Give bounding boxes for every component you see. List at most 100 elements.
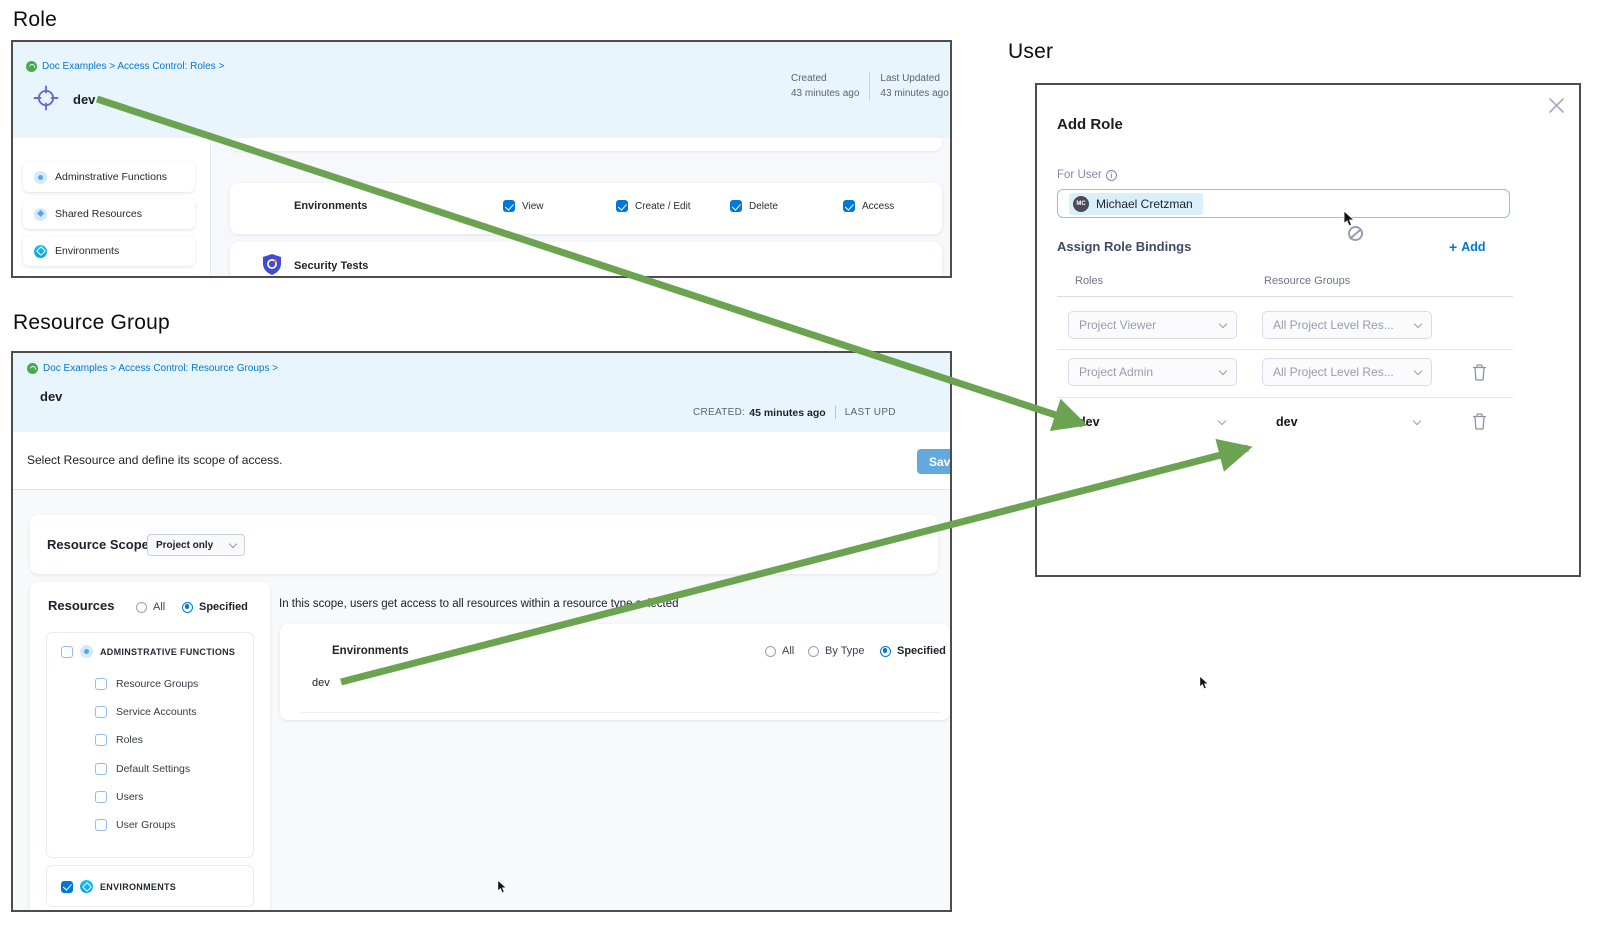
plus-icon: + bbox=[1449, 239, 1458, 255]
user-chip-name: Michael Cretzman bbox=[1096, 196, 1193, 211]
role-permissions-area: Environments View Create / Edit Delete A… bbox=[212, 138, 950, 276]
breadcrumb[interactable]: Doc Examples > Access Control: Roles > bbox=[26, 61, 224, 72]
env-radio-by-type[interactable]: By Type bbox=[808, 645, 865, 657]
checkbox-item-default-settings[interactable]: Default Settings bbox=[95, 763, 190, 775]
resource-group-section-label: Resource Group bbox=[13, 311, 170, 334]
permission-access[interactable]: Access bbox=[843, 200, 894, 212]
environments-checkbox[interactable] bbox=[61, 880, 73, 893]
admin-functions-group: ADMINSTRATIVE FUNCTIONS Resource Groups … bbox=[46, 632, 254, 858]
rg-select-all-project-level-2[interactable]: All Project Level Res... bbox=[1262, 358, 1432, 386]
resources-radio-specified[interactable]: Specified bbox=[182, 601, 248, 613]
trash-icon[interactable] bbox=[1472, 413, 1487, 435]
rg-timestamps: CREATED: 45 minutes ago LAST UPD bbox=[693, 406, 950, 419]
delete-checkbox[interactable] bbox=[730, 200, 742, 212]
rg-subtitle: Select Resource and define its scope of … bbox=[27, 453, 283, 467]
user-chip[interactable]: MC Michael Cretzman bbox=[1069, 192, 1203, 215]
breadcrumb-text[interactable]: Doc Examples > Access Control: Roles > bbox=[42, 61, 225, 72]
resource-group-panel: Doc Examples > Access Control: Resource … bbox=[11, 351, 952, 912]
chevron-down-icon bbox=[228, 539, 238, 548]
info-icon: i bbox=[1105, 169, 1117, 181]
radio-icon[interactable] bbox=[808, 645, 819, 657]
user-section-label: User bbox=[1008, 40, 1054, 63]
target-crosshair-icon bbox=[32, 84, 60, 117]
checkbox[interactable] bbox=[95, 734, 107, 746]
checkbox-item-user-groups[interactable]: User Groups bbox=[95, 819, 176, 831]
permission-view[interactable]: View bbox=[503, 200, 544, 212]
env-radio-specified[interactable]: Specified bbox=[880, 645, 946, 657]
resources-label: Resources bbox=[48, 598, 115, 613]
rg-select-dev[interactable]: dev bbox=[1276, 415, 1298, 429]
role-select-project-admin[interactable]: Project Admin bbox=[1068, 358, 1237, 386]
checkbox[interactable] bbox=[95, 819, 107, 831]
checkbox[interactable] bbox=[95, 763, 107, 775]
role-select-project-viewer[interactable]: Project Viewer bbox=[1068, 311, 1237, 339]
dialog-title: Add Role bbox=[1057, 116, 1123, 133]
permission-label: Create / Edit bbox=[635, 200, 691, 212]
radio-icon[interactable] bbox=[136, 601, 147, 613]
sidebar-item-label: Environments bbox=[55, 245, 120, 257]
checkbox-label: Service Accounts bbox=[116, 706, 197, 718]
sidebar-item-partial[interactable] bbox=[23, 273, 195, 276]
checkbox-item-roles[interactable]: Roles bbox=[95, 734, 143, 746]
checkbox-item-users[interactable]: Users bbox=[95, 791, 143, 803]
environments-row-label: Environments bbox=[294, 200, 368, 212]
access-checkbox[interactable] bbox=[843, 200, 855, 212]
rg-title: dev bbox=[40, 389, 63, 404]
checkbox[interactable] bbox=[95, 791, 107, 803]
chevron-down-icon[interactable] bbox=[1412, 416, 1422, 426]
for-user-input[interactable]: MC Michael Cretzman bbox=[1057, 189, 1510, 218]
chevron-down-icon[interactable] bbox=[1217, 416, 1227, 426]
harness-logo-icon bbox=[26, 61, 37, 72]
select-value: Project Viewer bbox=[1079, 318, 1157, 332]
environments-icon bbox=[34, 244, 47, 258]
partial-row-top bbox=[230, 138, 942, 151]
sidebar-item-label: Shared Resources bbox=[55, 208, 142, 220]
scope-dropdown[interactable]: Project only bbox=[147, 534, 245, 556]
sidebar-item-administrative-functions[interactable]: Adminstrative Functions bbox=[23, 162, 195, 192]
administrative-functions-icon bbox=[34, 170, 47, 184]
create-edit-checkbox[interactable] bbox=[616, 200, 628, 212]
radio-icon[interactable] bbox=[765, 645, 776, 657]
environments-group: ENVIRONMENTS bbox=[46, 865, 254, 907]
permission-label: Access bbox=[862, 200, 895, 212]
checkbox-item-resource-groups[interactable]: Resource Groups bbox=[95, 678, 198, 690]
checkbox-item-service-accounts[interactable]: Service Accounts bbox=[95, 706, 197, 718]
sidebar-item-environments[interactable]: Environments bbox=[23, 236, 195, 266]
resources-radio-all[interactable]: All bbox=[136, 601, 165, 613]
no-drop-icon bbox=[1348, 226, 1363, 241]
for-user-label: For User bbox=[1057, 169, 1102, 181]
sidebar-item-shared-resources[interactable]: Shared Resources bbox=[23, 199, 195, 229]
save-button[interactable]: Sav bbox=[917, 449, 950, 474]
breadcrumb-text[interactable]: Doc Examples > Access Control: Resource … bbox=[43, 363, 279, 374]
resource-scope-card: Resource Scope Project only bbox=[30, 515, 938, 574]
created-label: CREATED: bbox=[693, 407, 746, 418]
permission-create-edit[interactable]: Create / Edit bbox=[616, 200, 691, 212]
security-tests-permission-row: Security Tests bbox=[230, 242, 942, 276]
view-checkbox[interactable] bbox=[503, 200, 515, 212]
admin-functions-checkbox[interactable] bbox=[61, 645, 73, 658]
created-value: 45 minutes ago bbox=[749, 406, 826, 419]
radio-icon[interactable] bbox=[880, 645, 891, 657]
trash-icon[interactable] bbox=[1472, 364, 1487, 386]
admin-functions-header-row[interactable]: ADMINSTRATIVE FUNCTIONS bbox=[61, 645, 235, 658]
environments-header-row[interactable]: ENVIRONMENTS bbox=[61, 880, 176, 893]
chevron-down-icon bbox=[1218, 319, 1228, 328]
role-timestamps: Created 43 minutes ago Last Updated 43 m… bbox=[791, 71, 949, 101]
rg-select-all-project-level[interactable]: All Project Level Res... bbox=[1262, 311, 1432, 339]
chevron-down-icon bbox=[1218, 366, 1228, 375]
role-select-dev[interactable]: dev bbox=[1078, 415, 1100, 429]
role-resource-sidebar: Adminstrative Functions Shared Resources… bbox=[13, 138, 211, 276]
env-radio-all[interactable]: All bbox=[765, 645, 794, 657]
close-icon[interactable] bbox=[1547, 96, 1566, 120]
resource-groups-column-header: Resource Groups bbox=[1264, 275, 1351, 287]
breadcrumb[interactable]: Doc Examples > Access Control: Resource … bbox=[27, 363, 278, 374]
permission-delete[interactable]: Delete bbox=[730, 200, 778, 212]
checkbox[interactable] bbox=[95, 706, 107, 718]
radio-icon[interactable] bbox=[182, 601, 193, 613]
rg-panel-header: Doc Examples > Access Control: Resource … bbox=[13, 353, 950, 432]
add-binding-button[interactable]: + Add bbox=[1449, 239, 1486, 255]
mouse-cursor-icon bbox=[1199, 675, 1210, 695]
checkbox[interactable] bbox=[95, 678, 107, 690]
checkbox-label: Default Settings bbox=[116, 763, 191, 775]
chevron-down-icon bbox=[1413, 319, 1423, 328]
